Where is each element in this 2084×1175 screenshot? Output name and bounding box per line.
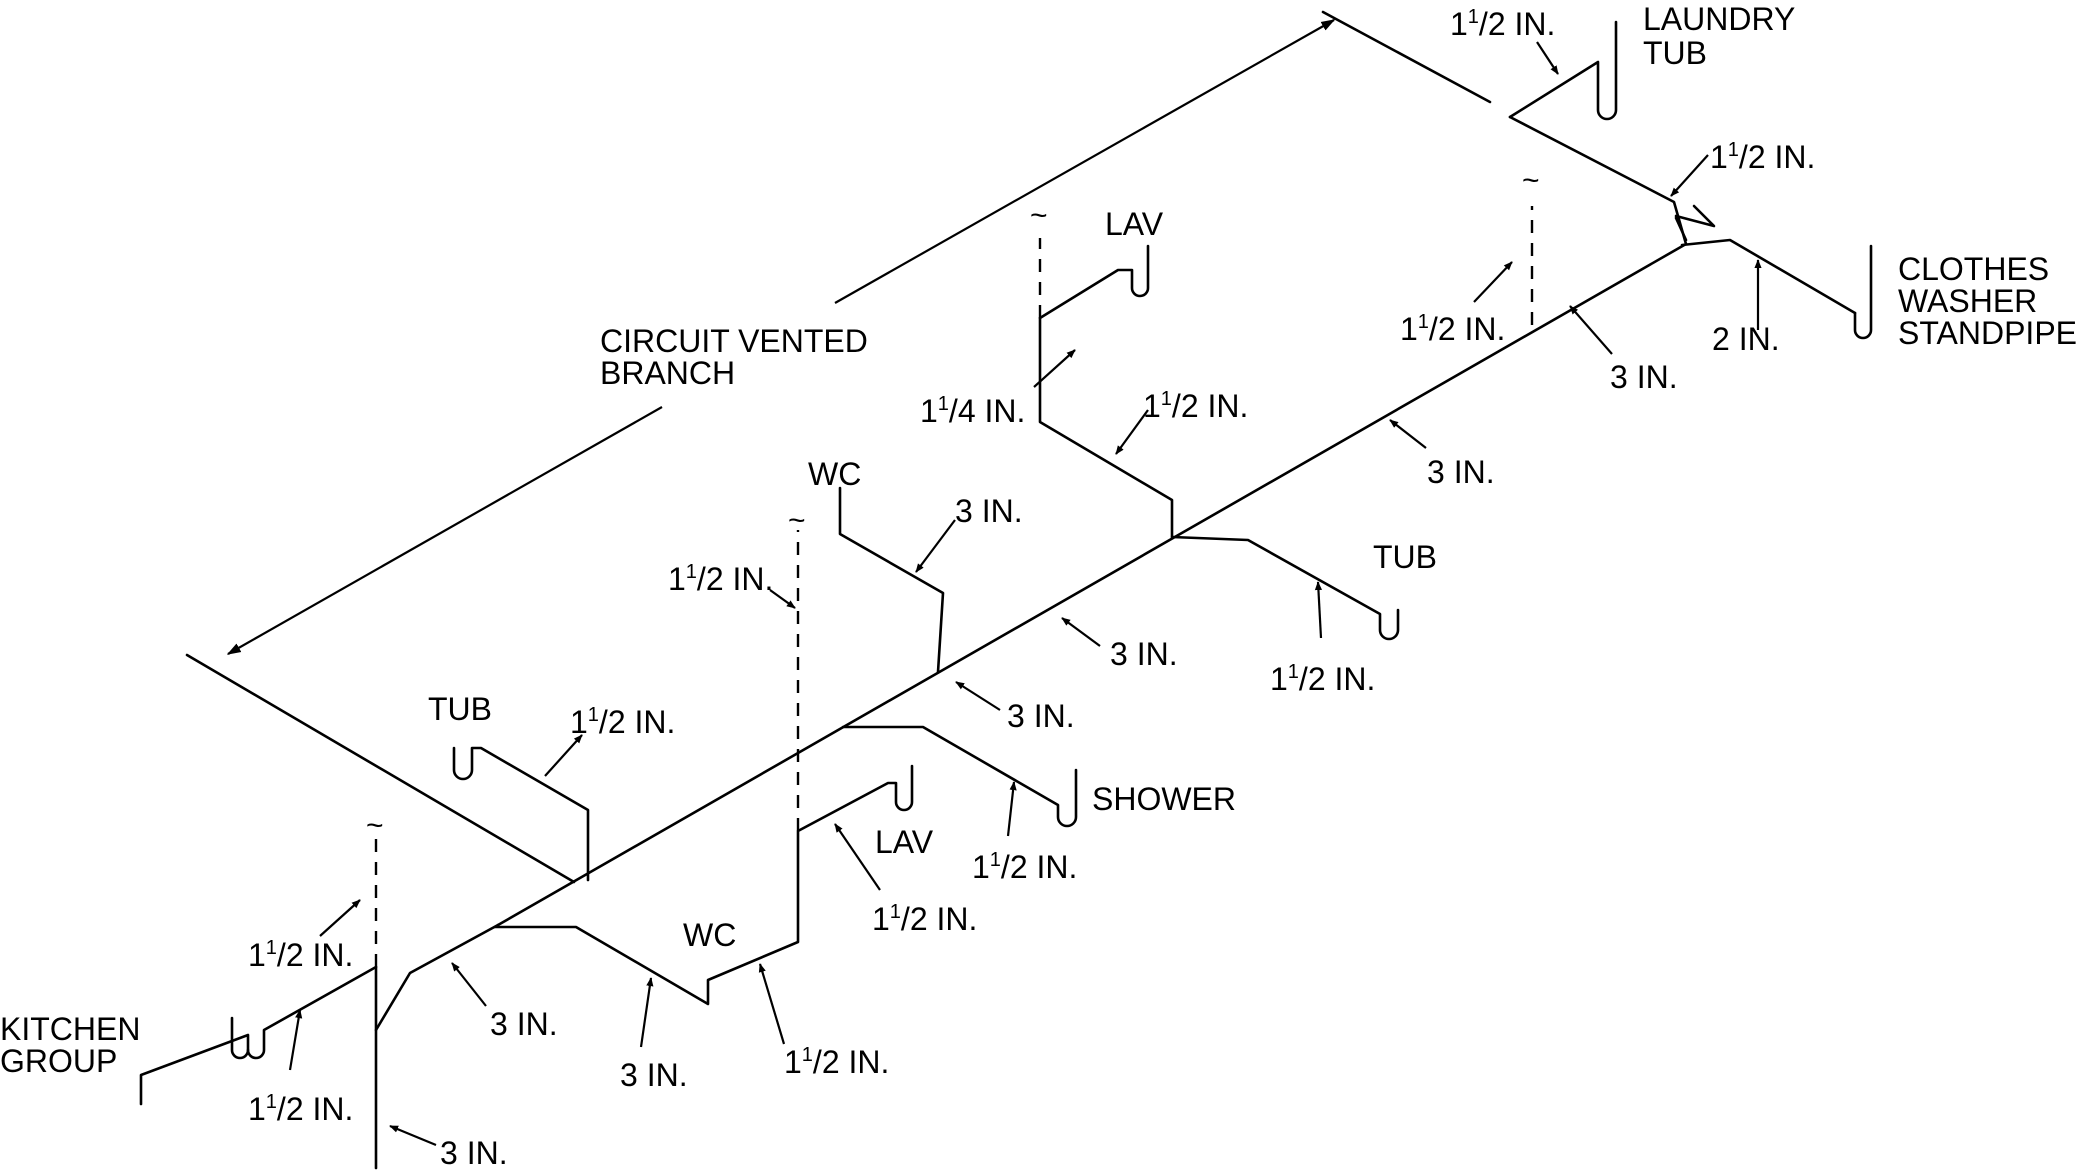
vent-symbol-kitchen: ~ [366,809,384,842]
arrow-lower-lav [834,823,881,891]
label-lower-tub: TUB [428,691,492,727]
size-laundry-branch: 11/2 IN. [1710,139,1815,175]
vent-symbol-upper-lav: ~ [1030,199,1048,232]
vent-symbols: ~ ~ ~ ~ [366,164,1540,842]
size-vent-right: 11/2 IN. [1400,311,1505,347]
upper-wc-branch [838,486,945,674]
label-clothes: CLOTHES [1898,251,2049,287]
arrow-shower [1006,781,1017,837]
circuit-branch-dimension-arrow-up [834,19,1336,304]
laundry-small-fitting [1674,204,1716,242]
fixture-labels: CIRCUIT VENTED BRANCH LAUNDRY TUB CLOTHE… [0,1,2077,1079]
vent-symbol-middle: ~ [788,504,806,537]
label-shower: SHOWER [1092,781,1236,817]
label-laundry: LAUNDRY [1643,1,1795,37]
laundry-tub-trap [1508,20,1618,121]
size-upper-lav-drain: 11/4 IN. [920,393,1025,429]
size-lower-wc-right: 11/2 IN. [784,1044,889,1080]
upper-lav-drain [1038,316,1174,539]
label-washer: WASHER [1898,283,2037,319]
size-arrows [288,41,1762,1147]
shower-branch [841,725,1078,828]
upper-tub-branch [1170,535,1400,641]
arrow-lower-wc-left [639,977,654,1048]
label-standpipe: STANDPIPE [1898,315,2077,351]
size-labels: 11/2 IN. 11/2 IN. 11/2 IN. 11/2 IN. 11/2… [248,6,1815,1171]
lower-wc-lav-branch [493,764,914,1006]
size-3in-lower: 3 IN. [490,1006,558,1042]
label-lower-lav: LAV [875,824,934,860]
clothes-washer-standpipe [1853,244,1873,340]
arrow-3in-center-lower [955,681,1001,711]
arrow-lower-wc-right [758,963,786,1045]
label-branch: BRANCH [600,355,735,391]
circuit-branch-extent-line-bottom [185,653,576,884]
arrow-3in-mid-upper [1389,419,1427,449]
size-3in-mid-upper: 3 IN. [1427,454,1495,490]
upper-lav-arm [1038,244,1150,320]
size-3in-lower-wc-left: 3 IN. [620,1057,688,1093]
kitchen-group-arm [139,965,378,1106]
arrow-laundry-tub [1536,41,1559,75]
circuit-branch-extent-line-top [1321,10,1492,104]
label-circuit-vented: CIRCUIT VENTED [600,323,868,359]
arrow-3in-top [1569,305,1613,355]
vent-symbol-right: ~ [1522,164,1540,197]
arrow-vent-right [1473,261,1513,303]
arrow-lower-tub [544,734,583,777]
size-upper-tub: 11/2 IN. [1270,661,1375,697]
arrow-vent-middle [769,589,796,609]
label-group: GROUP [0,1043,117,1079]
kitchen-trap [230,1016,250,1060]
size-lower-lav: 11/2 IN. [872,901,977,937]
size-3in-top: 3 IN. [1610,359,1678,395]
size-clothes-washer: 2 IN. [1712,321,1780,357]
size-3in-kitchen-stack: 3 IN. [440,1135,508,1171]
size-upper-lav-arm: 11/2 IN. [1143,388,1248,424]
label-upper-wc: WC [808,456,861,492]
arrow-kitchen-arm [288,1009,303,1071]
kitchen-offset [374,923,500,1032]
size-laundry-tub: 11/2 IN. [1450,6,1555,42]
main-horizontal-drain [496,242,1688,927]
label-kitchen: KITCHEN [0,1011,140,1047]
arrow-upper-lav [1033,349,1076,388]
size-3in-center: 3 IN. [1110,636,1178,672]
label-upper-tub: TUB [1373,539,1437,575]
label-lower-wc: WC [683,917,736,953]
arrow-upper-tub [1314,581,1323,639]
size-3in-center-lower: 3 IN. [1007,698,1075,734]
arrow-kitchen-stack [389,1124,437,1147]
arrow-kitchen-vent [319,899,361,937]
label-laundry-tub: TUB [1643,35,1707,71]
size-vent-middle: 11/2 IN. [668,561,773,597]
arrow-upper-wc [915,519,956,573]
size-kitchen-vent: 11/2 IN. [248,937,353,973]
arrow-laundry-branch [1670,154,1709,197]
circuit-branch-dimension-arrow-down [226,406,663,655]
clothes-washer-branch [1680,238,1857,315]
arrow-3in-lower [451,962,487,1007]
arrow-upper-lav-arm [1115,409,1149,455]
arrow-3in-center [1061,617,1101,647]
piping [139,10,1873,1170]
lower-tub-branch [452,746,590,882]
size-lower-tub: 11/2 IN. [570,704,675,740]
label-upper-lav: LAV [1105,206,1164,242]
size-3in-upper-wc: 3 IN. [955,493,1023,529]
size-kitchen-arm: 11/2 IN. [248,1091,353,1127]
size-shower: 11/2 IN. [972,849,1077,885]
